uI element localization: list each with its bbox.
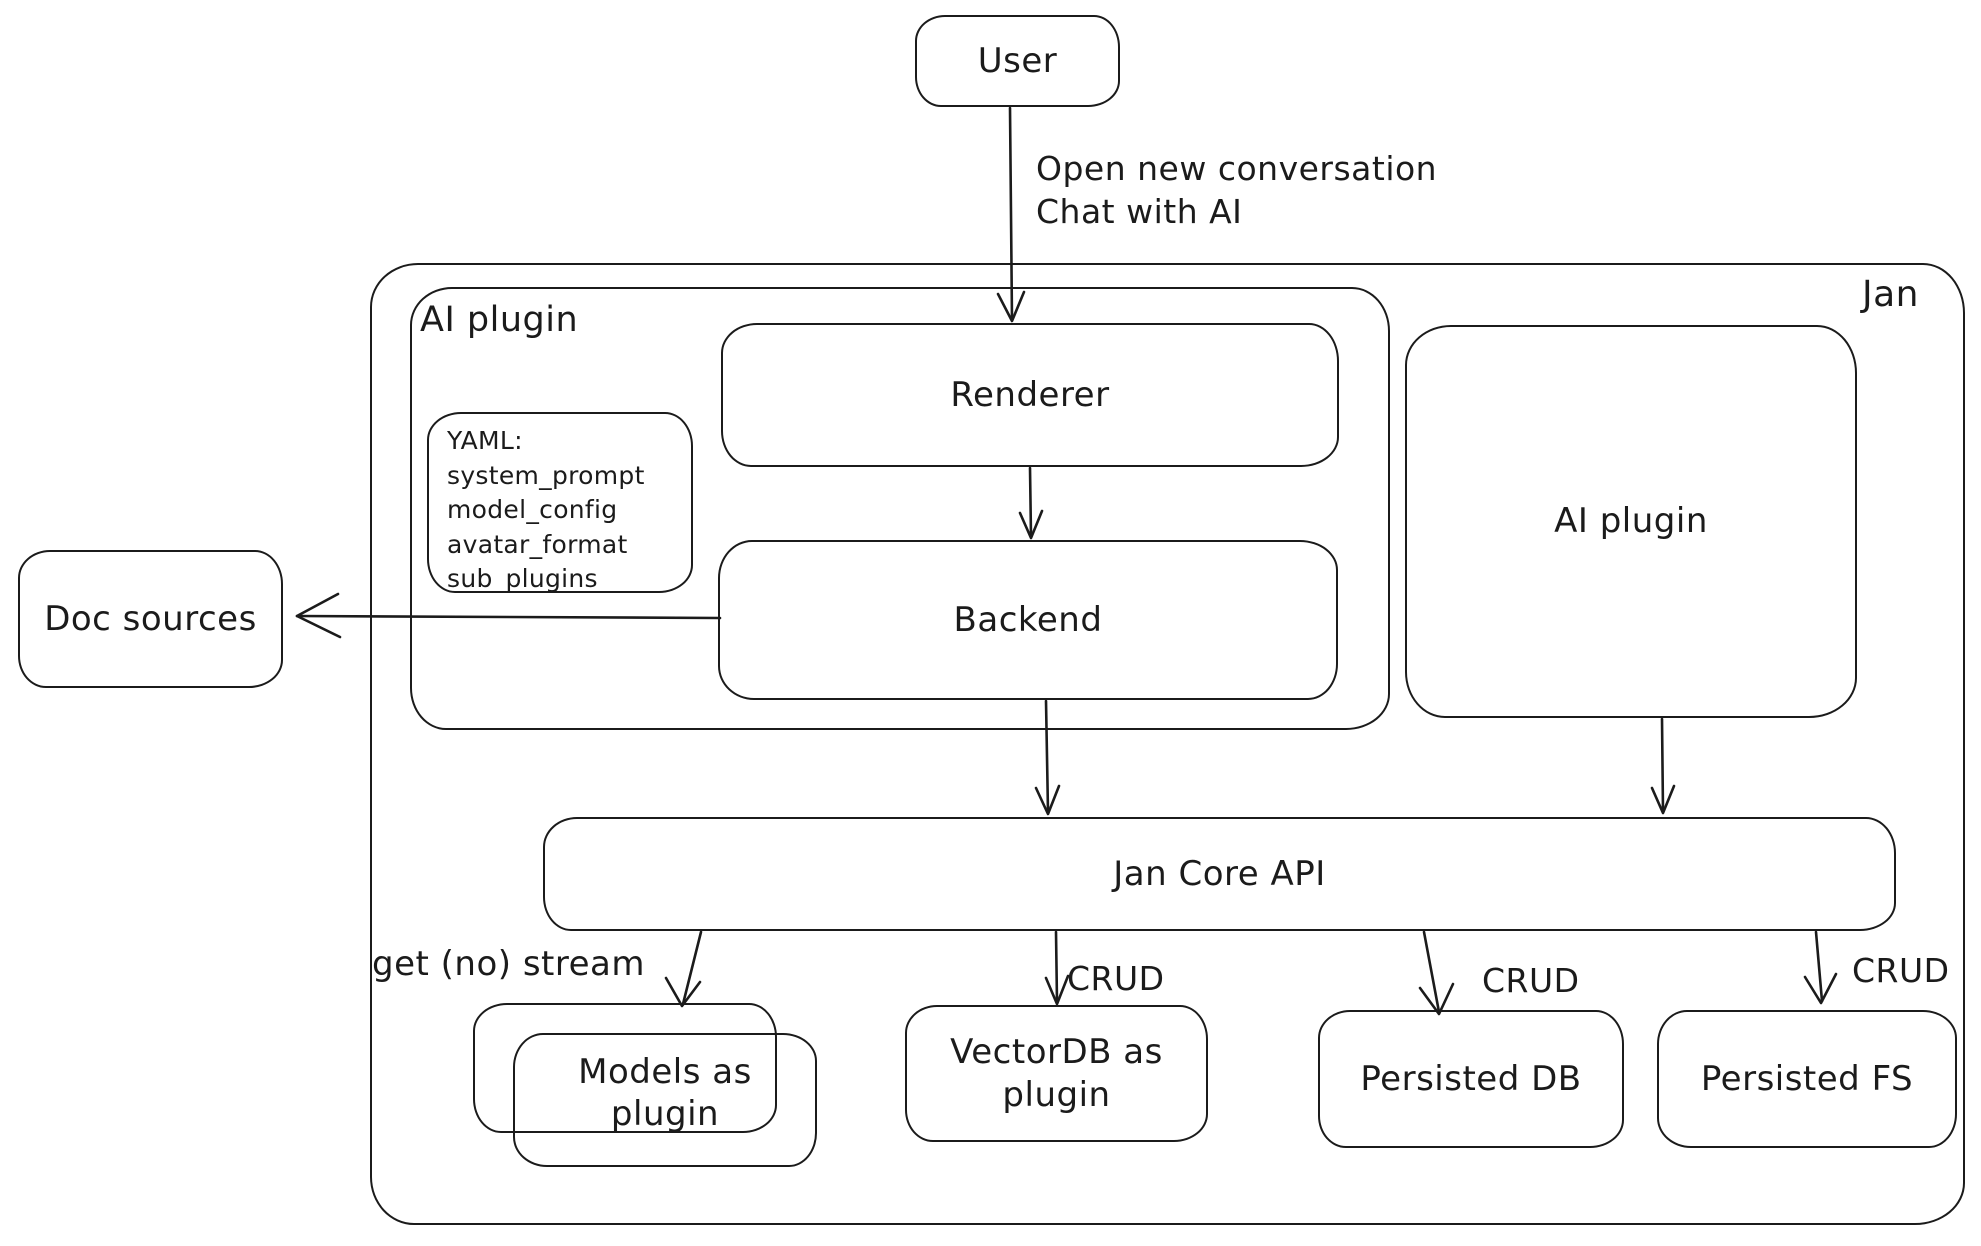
edge-label-open-new-conversation: Open new conversation Chat with AI xyxy=(1036,149,1438,231)
yaml-note-text: YAML: system_prompt model_config avatar_… xyxy=(447,424,645,597)
doc-sources-node: Doc sources xyxy=(18,550,283,688)
ai-plugin-container-label: AI plugin xyxy=(420,300,579,340)
persisted-fs-node: Persisted FS xyxy=(1657,1010,1957,1148)
edge-label-crud-persisted-db: CRUD xyxy=(1482,961,1580,1000)
edge-label-get-no-stream: get (no) stream xyxy=(372,944,645,984)
user-node-label: User xyxy=(977,40,1058,81)
models-as-plugin-back-box xyxy=(473,1003,777,1133)
ai-plugin-node-label: AI plugin xyxy=(1554,501,1708,542)
persisted-db-node: Persisted DB xyxy=(1318,1010,1624,1148)
edge-label-crud-vectordb: CRUD xyxy=(1067,959,1165,998)
jan-container-box xyxy=(370,263,1965,1225)
doc-sources-node-label: Doc sources xyxy=(44,598,257,639)
persisted-db-label: Persisted DB xyxy=(1360,1058,1582,1099)
ai-plugin-container-box xyxy=(410,287,1390,730)
renderer-node: Renderer xyxy=(721,323,1339,467)
yaml-line: sub_plugins xyxy=(447,564,598,593)
user-node: User xyxy=(915,15,1120,107)
models-as-plugin-label: Models as plugin xyxy=(578,1051,752,1135)
vectordb-as-plugin-node: VectorDB as plugin xyxy=(905,1005,1208,1142)
yaml-line: avatar_format xyxy=(447,529,628,559)
yaml-line: system_prompt xyxy=(447,460,645,490)
yaml-note-box xyxy=(427,412,693,593)
models-as-plugin-node: Models as plugin xyxy=(513,1033,817,1167)
jan-core-api-node-label: Jan Core API xyxy=(1113,853,1326,894)
renderer-node-label: Renderer xyxy=(950,374,1110,415)
ai-plugin-node: AI plugin xyxy=(1405,325,1857,718)
jan-container-label: Jan xyxy=(1862,274,1919,315)
backend-node-label: Backend xyxy=(953,599,1103,640)
yaml-line: model_config xyxy=(447,495,618,524)
backend-node: Backend xyxy=(718,540,1338,700)
jan-core-api-node: Jan Core API xyxy=(543,817,1896,931)
edge-label-crud-persisted-fs: CRUD xyxy=(1852,951,1950,990)
persisted-fs-label: Persisted FS xyxy=(1700,1058,1914,1099)
yaml-line: YAML: xyxy=(447,426,523,455)
vectordb-as-plugin-label: VectorDB as plugin xyxy=(950,1032,1163,1115)
